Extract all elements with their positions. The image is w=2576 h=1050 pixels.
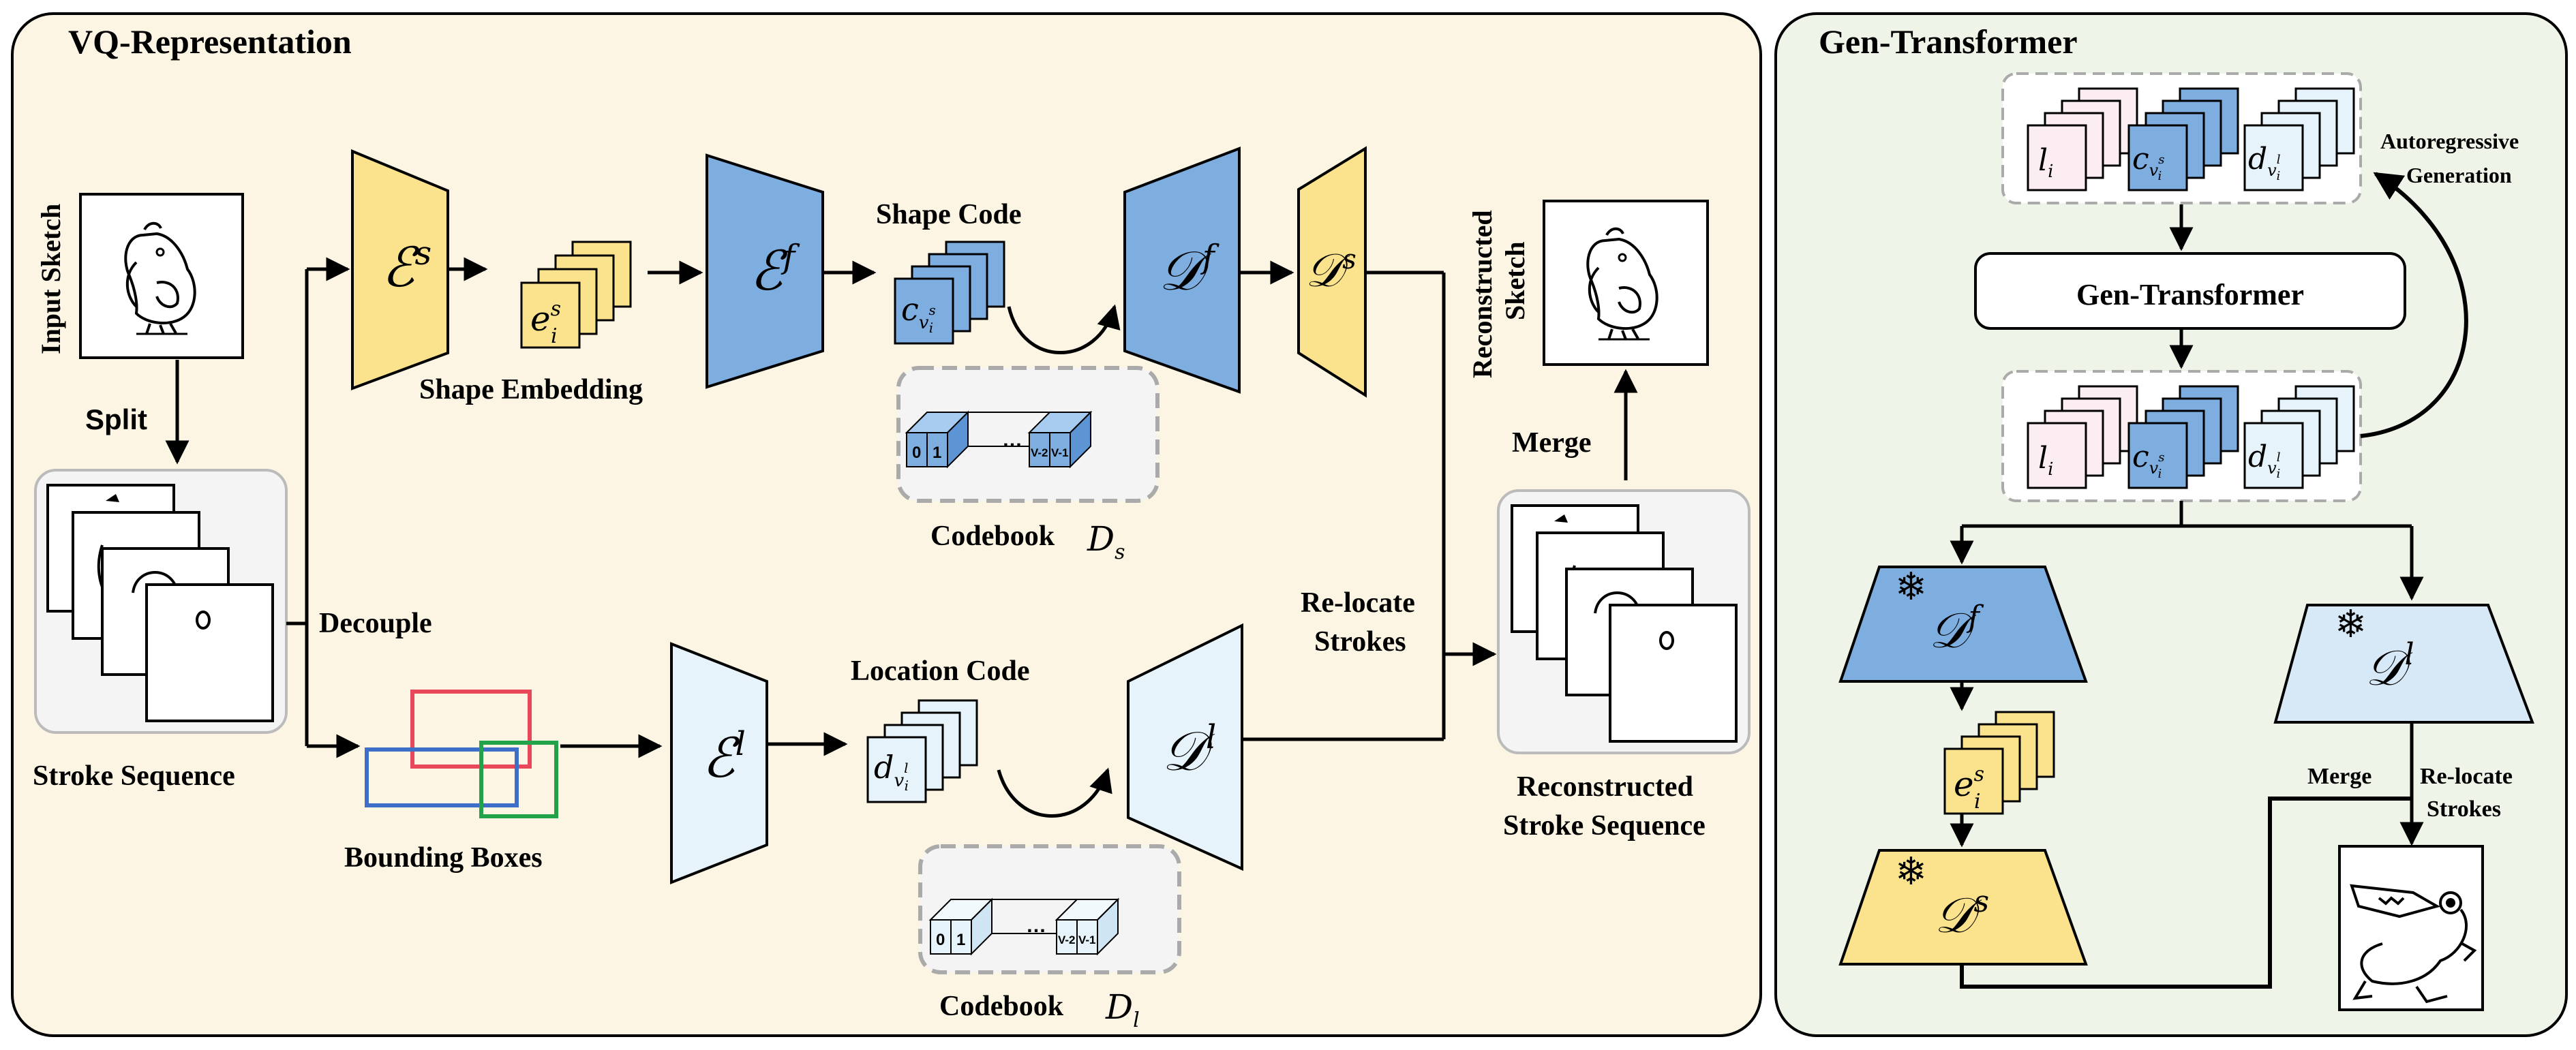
decoder-ds: 𝒟s	[1297, 146, 1367, 398]
svg-text:0: 0	[912, 444, 921, 462]
decouple-label: Decouple	[319, 608, 432, 639]
svg-text:ℰl: ℰl	[702, 725, 746, 790]
stroke-sequence-group	[34, 469, 288, 734]
location-decoder-dl: 𝒟l	[1127, 623, 1243, 871]
location-code-lookup-arrow	[997, 767, 1112, 818]
sketch-dragon-icon	[2350, 884, 2477, 1004]
relocate-right-label-2: Strokes	[2427, 797, 2501, 822]
relocate-label-2: Strokes	[1314, 626, 1406, 658]
relocate-label-1: Re-locate	[1301, 587, 1415, 619]
vq-panel-title: VQ-Representation	[68, 22, 352, 61]
svg-text:0: 0	[936, 931, 945, 949]
svg-text:V-2: V-2	[1031, 446, 1048, 459]
svg-text:1: 1	[933, 444, 941, 462]
svg-text:V-1: V-1	[1078, 933, 1096, 946]
codebook-dl: 0 1 … V-2 V-1	[918, 844, 1181, 974]
reconstructed-seq-label-1: Reconstructed	[1517, 771, 1693, 803]
shape-encoder-es: ℰs	[351, 149, 449, 390]
frozen-decoder-dl: ❄ 𝒟l	[2273, 604, 2534, 724]
snowflake-icon: ❄	[1895, 566, 1927, 608]
svg-text:V-1: V-1	[1051, 446, 1069, 459]
svg-text:…: …	[1002, 429, 1022, 451]
gen-transformer-block	[1974, 252, 2406, 330]
svg-text:𝒟s: 𝒟s	[1935, 884, 1989, 944]
input-sketch-label: Input Sketch	[35, 204, 66, 354]
frozen-decoder-df: ❄ 𝒟f	[1838, 566, 2088, 683]
shape-code-label: Shape Code	[876, 199, 1022, 230]
stroke-sequence-label: Stroke Sequence	[33, 760, 235, 792]
merge-right-label: Merge	[2307, 764, 2372, 789]
reconstructed-stroke-sequence	[1497, 489, 1751, 754]
split-label: Split	[85, 403, 147, 435]
autoregressive-label-1: Autoregressive	[2380, 129, 2519, 153]
svg-text:V-2: V-2	[1058, 933, 1076, 946]
reconstructed-sketch-image	[1543, 200, 1709, 366]
shape-embedding-label: Shape Embedding	[419, 374, 643, 405]
merge-path	[1960, 797, 2412, 989]
generated-sketch-image	[2338, 845, 2484, 1011]
reconstructed-seq-label-2: Stroke Sequence	[1503, 810, 1706, 841]
svg-text:…: …	[1026, 914, 1046, 937]
reconstructed-sketch-label-1: Reconstructed	[1467, 210, 1498, 378]
location-code-label: Location Code	[851, 655, 1030, 687]
relocate-right-label-1: Re-locate	[2420, 764, 2513, 789]
decoder-df: 𝒟f	[1123, 146, 1241, 394]
location-encoder-el: ℰl	[670, 642, 768, 884]
input-sketch-image	[79, 193, 244, 359]
autoregressive-loop-arrow	[2360, 172, 2468, 438]
bounding-boxes	[365, 690, 558, 818]
codebook-ds: 0 1 … V-2 V-1	[896, 366, 1160, 503]
bounding-boxes-label: Bounding Boxes	[344, 842, 543, 874]
encoder-ef: ℰf	[706, 153, 824, 389]
gen-transformer-box-label: Gen-Transformer	[2076, 278, 2304, 311]
frozen-decoder-ds: ❄ 𝒟s	[1838, 849, 2088, 966]
codebook-ds-label: Codebook	[930, 521, 1055, 552]
snowflake-icon: ❄	[1895, 851, 1927, 893]
gen-panel-title: Gen-Transformer	[1819, 22, 2078, 61]
merge-label: Merge	[1512, 427, 1592, 459]
autoregressive-label-2: Generation	[2406, 163, 2512, 187]
shape-code-lookup-arrow	[1007, 304, 1121, 354]
codebook-dl-label: Codebook	[939, 991, 1064, 1022]
svg-text:1: 1	[956, 931, 965, 949]
snowflake-icon: ❄	[2335, 604, 2367, 646]
reconstructed-sketch-label-2: Sketch	[1500, 241, 1530, 320]
